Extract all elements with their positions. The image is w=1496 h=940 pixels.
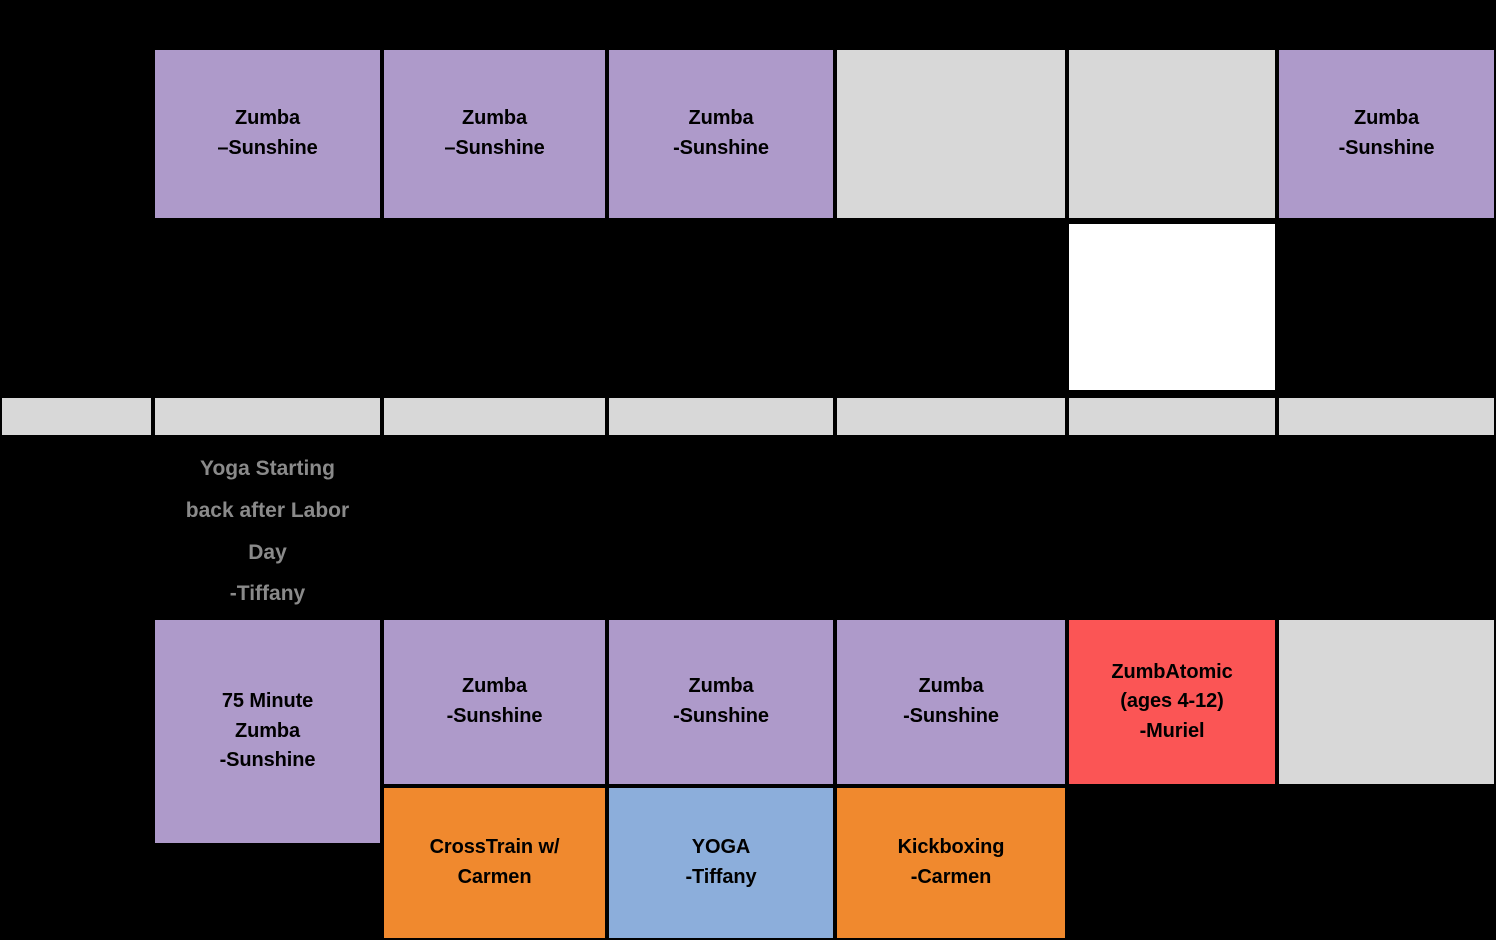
- schedule-cell-evening-col2[interactable]: Zumba -Sunshine: [382, 618, 607, 786]
- cell-line: Zumba: [1353, 107, 1420, 130]
- cell-line: (ages 4-12): [1120, 690, 1224, 713]
- cell-line: -Muriel: [1139, 719, 1205, 742]
- cell-line: YOGA: [691, 836, 751, 859]
- cell-line: Zumba: [688, 675, 754, 698]
- cell-line: Zumba: [234, 107, 301, 130]
- cell-line: -Sunshine: [903, 705, 999, 727]
- schedule-cell-divider-col1[interactable]: [153, 396, 382, 437]
- cell-line: -Sunshine: [673, 705, 769, 727]
- cell-line: -Sunshine: [1338, 137, 1435, 159]
- cell-line: –Sunshine: [444, 137, 545, 159]
- schedule-cell-divider-col3[interactable]: [607, 396, 835, 437]
- schedule-cell-late-col4[interactable]: Kickboxing -Carmen: [835, 786, 1067, 940]
- schedule-cell-morning-col5[interactable]: [1067, 48, 1277, 220]
- cell-line: 75 Minute: [221, 690, 314, 713]
- cell-line: -Carmen: [910, 866, 992, 888]
- schedule-cell-divider-col0[interactable]: [0, 396, 153, 437]
- schedule-cell-morning-col1[interactable]: Zumba –Sunshine: [153, 48, 382, 220]
- schedule-cell-late-col3[interactable]: YOGA -Tiffany: [607, 786, 835, 940]
- note-line: Day: [248, 540, 287, 564]
- schedule-cell-morning-col4[interactable]: [835, 48, 1067, 220]
- cell-line: Zumba: [234, 719, 301, 742]
- schedule-cell-divider-col2[interactable]: [382, 396, 607, 437]
- schedule-cell-divider-col6[interactable]: [1277, 396, 1496, 437]
- note-line: back after Labor: [185, 498, 350, 522]
- cell-line: Zumba: [461, 107, 528, 130]
- cell-line: CrossTrain w/: [429, 836, 560, 859]
- cell-line: Zumba: [688, 107, 754, 130]
- note-line: -Tiffany: [229, 582, 306, 606]
- schedule-cell-midday-empty-white[interactable]: [1067, 222, 1277, 392]
- schedule-cell-evening-col5[interactable]: ZumbAtomic (ages 4-12) -Muriel: [1067, 618, 1277, 786]
- cell-line: Zumba: [461, 675, 528, 698]
- schedule-cell-late-col2[interactable]: CrossTrain w/ Carmen: [382, 786, 607, 940]
- cell-line: Carmen: [457, 866, 532, 888]
- cell-line: Zumba: [918, 675, 984, 698]
- yoga-note: Yoga Starting back after Labor Day -Tiff…: [153, 448, 382, 618]
- cell-line: -Sunshine: [673, 137, 769, 159]
- schedule-cell-divider-col5[interactable]: [1067, 396, 1277, 437]
- cell-line: Kickboxing: [897, 836, 1005, 859]
- schedule-cell-morning-col6[interactable]: Zumba -Sunshine: [1277, 48, 1496, 220]
- schedule-cell-evening-col6[interactable]: [1277, 618, 1496, 786]
- cell-line: ZumbAtomic: [1111, 660, 1233, 683]
- schedule-cell-evening-col4[interactable]: Zumba -Sunshine: [835, 618, 1067, 786]
- schedule-cell-divider-col4[interactable]: [835, 396, 1067, 437]
- schedule-cell-morning-col3[interactable]: Zumba -Sunshine: [607, 48, 835, 220]
- cell-line: -Sunshine: [446, 705, 543, 727]
- note-line: Yoga Starting: [200, 457, 335, 480]
- schedule-cell-evening-col1[interactable]: 75 Minute Zumba -Sunshine: [153, 618, 382, 845]
- schedule-cell-morning-col2[interactable]: Zumba –Sunshine: [382, 48, 607, 220]
- cell-line: -Sunshine: [219, 749, 316, 772]
- schedule-cell-evening-col3[interactable]: Zumba -Sunshine: [607, 618, 835, 786]
- cell-line: –Sunshine: [217, 137, 318, 159]
- cell-line: -Tiffany: [685, 866, 757, 888]
